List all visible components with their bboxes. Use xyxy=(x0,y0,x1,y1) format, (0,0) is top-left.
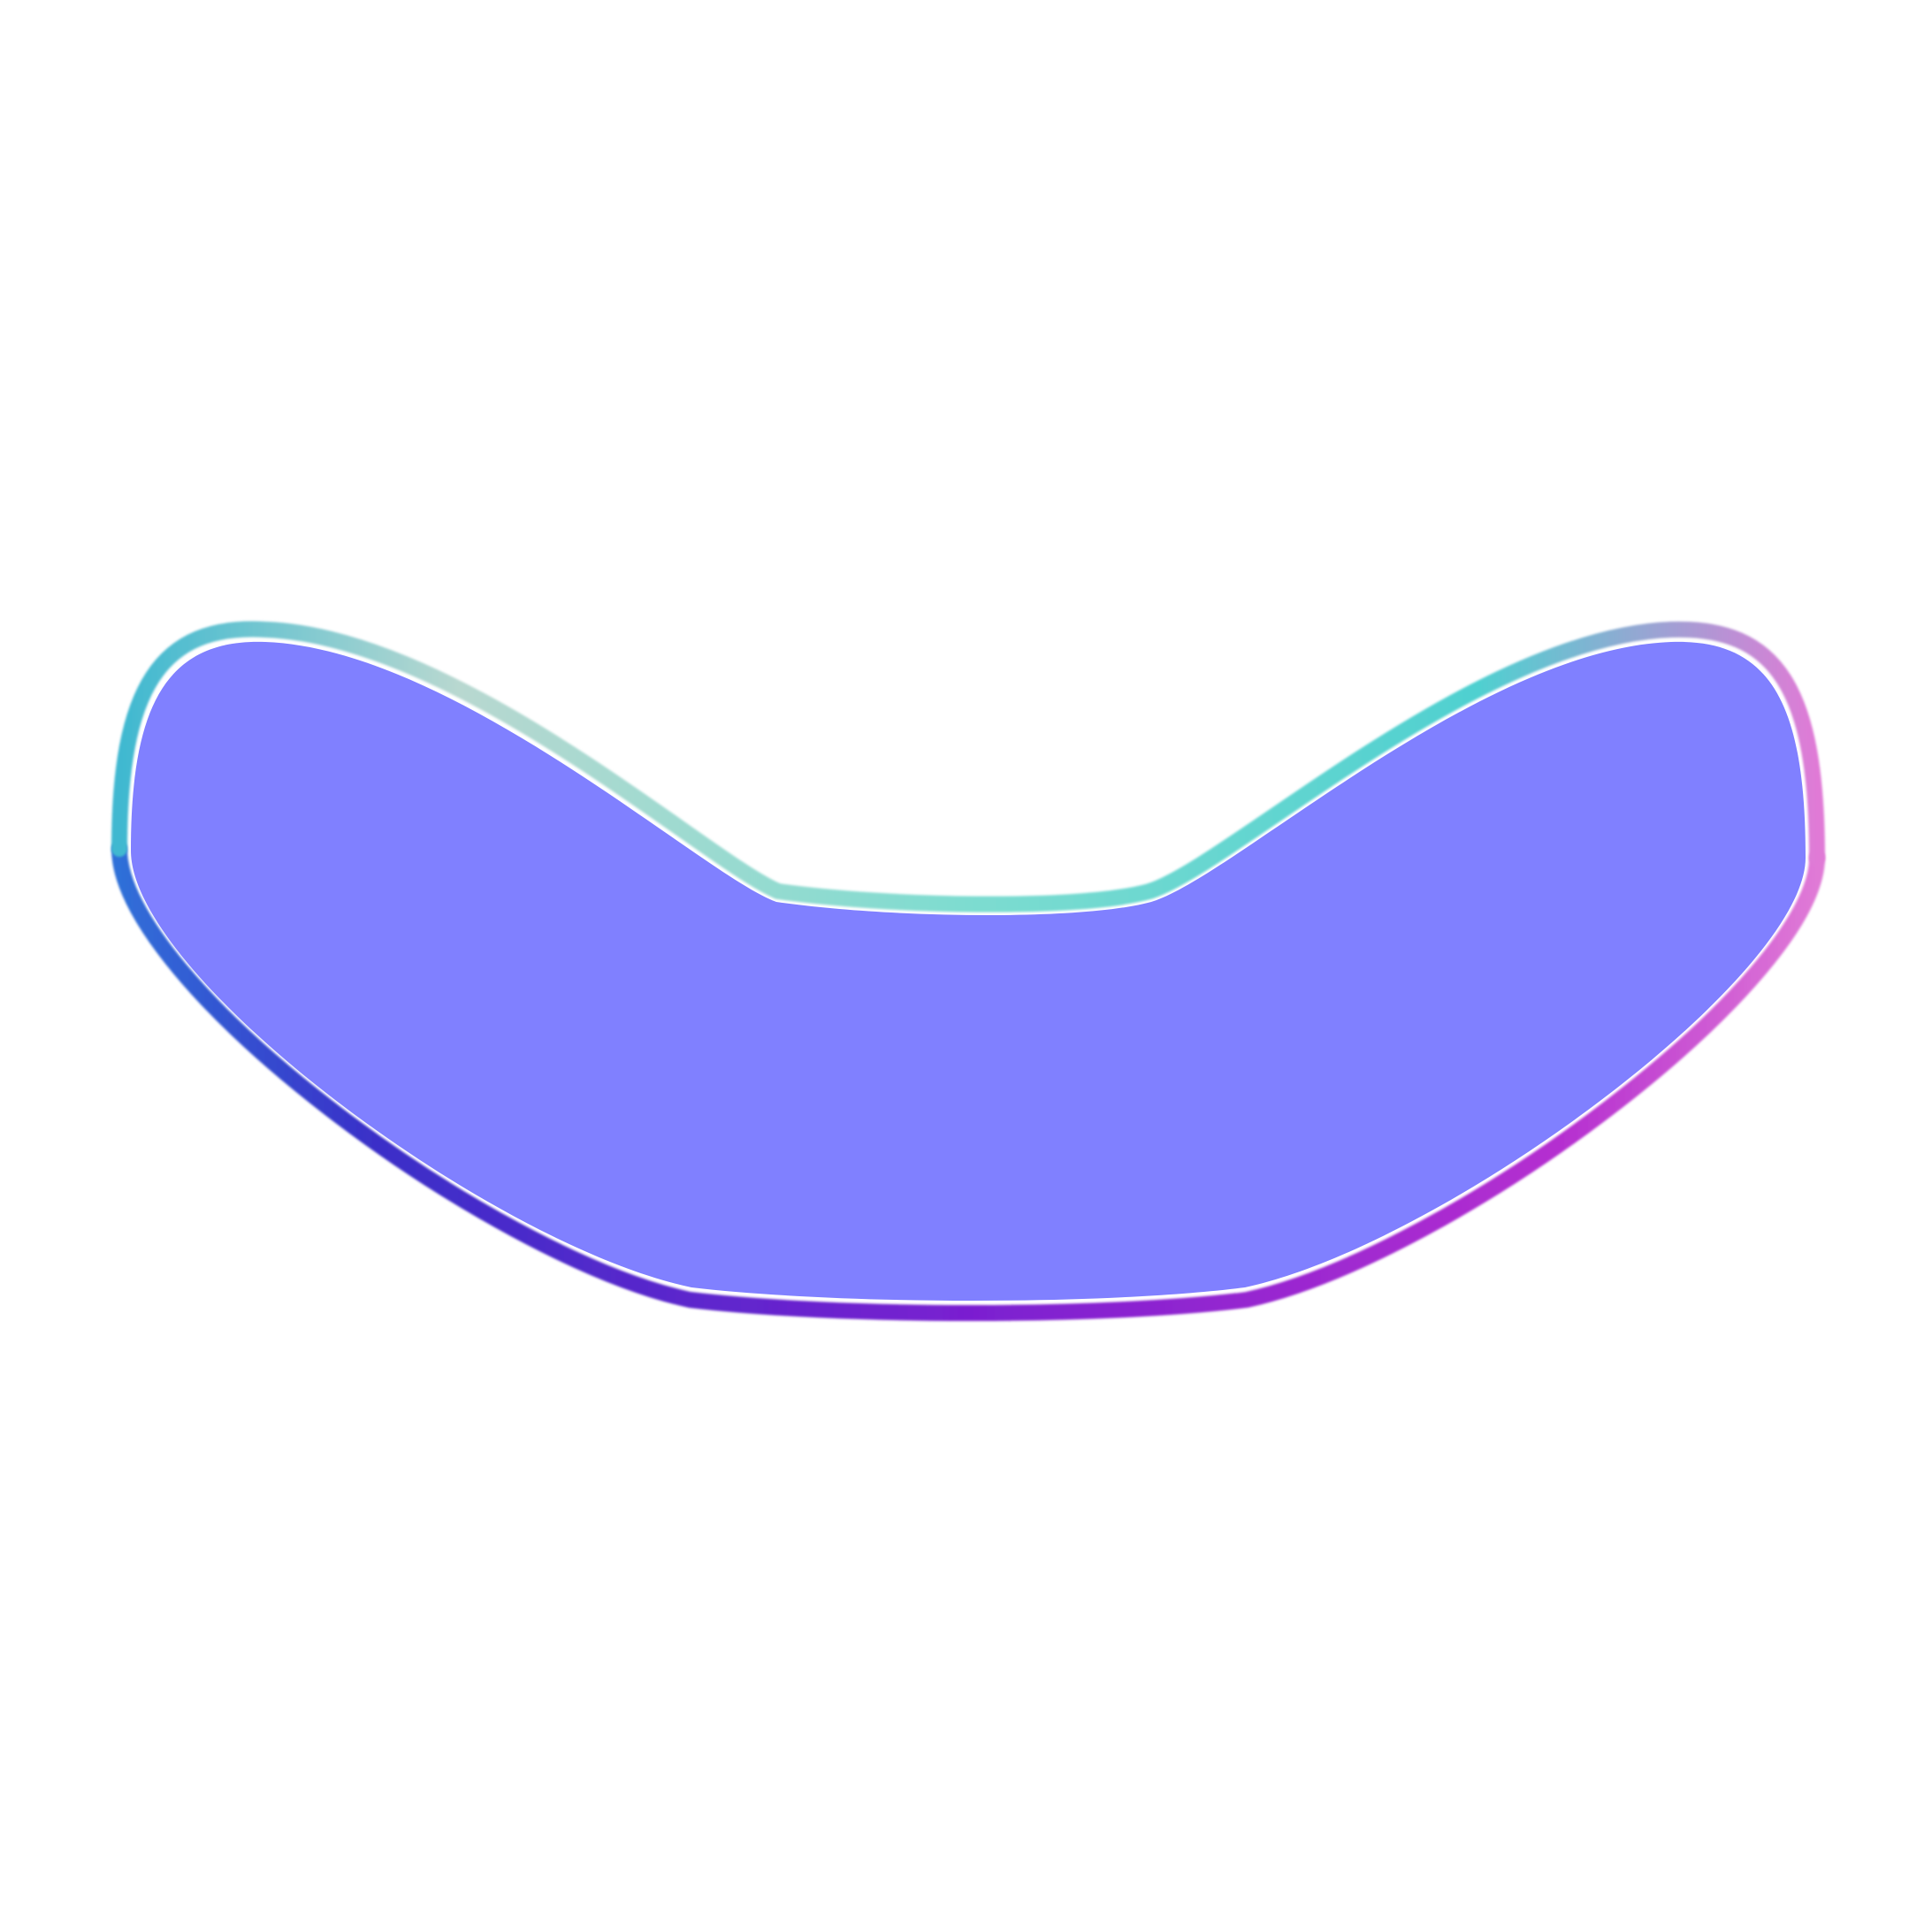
shape-rim-bottom xyxy=(111,841,1825,1321)
shape-rim-top xyxy=(111,621,1825,913)
normal-map-shape xyxy=(131,641,1806,1301)
